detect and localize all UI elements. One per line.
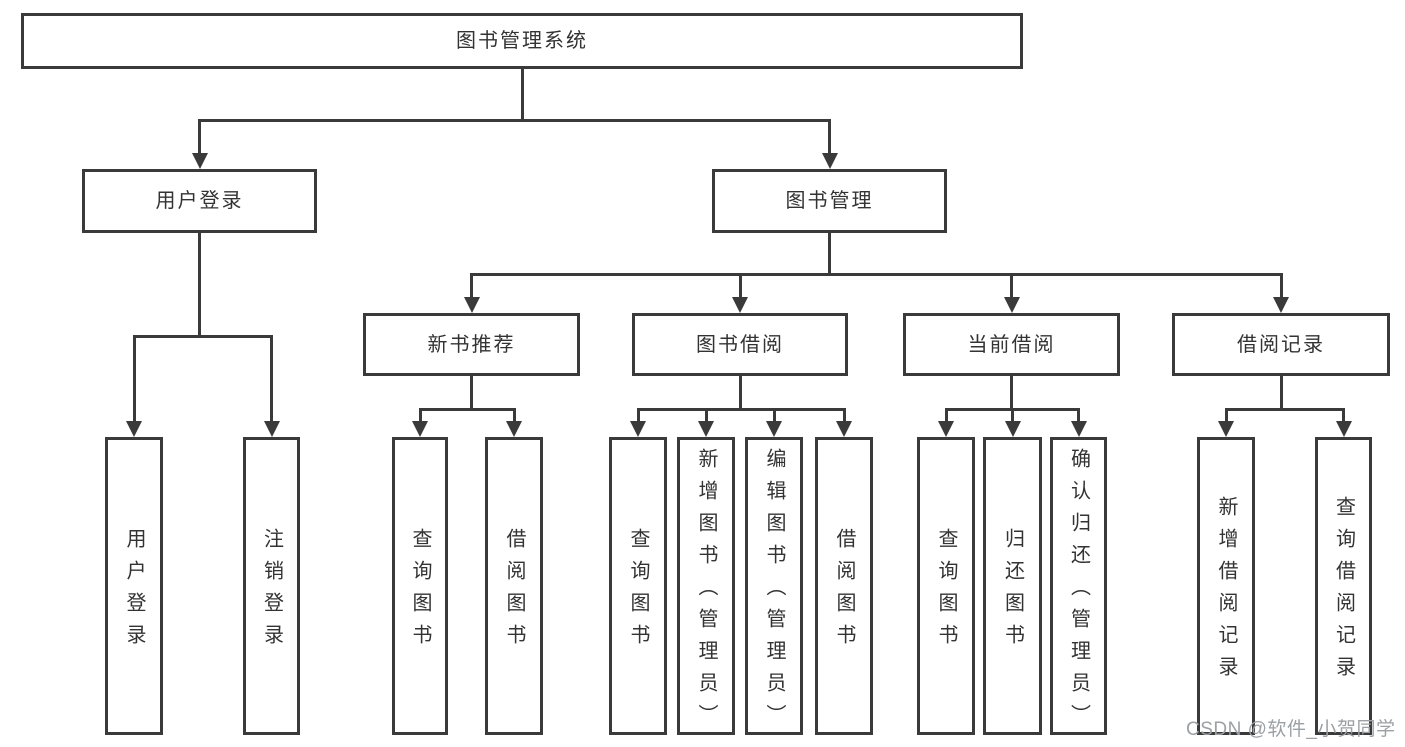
arrowhead-down-icon bbox=[1004, 421, 1021, 437]
connector-segment bbox=[738, 273, 742, 299]
connector-segment bbox=[1010, 376, 1013, 411]
connector-segment bbox=[470, 273, 1283, 276]
node-leaf-confirm-return: 确认归还（管理员） bbox=[1050, 437, 1107, 736]
connector-segment bbox=[1077, 408, 1080, 423]
node-label-leaf-borrow-book-2: 借阅图书 bbox=[833, 528, 855, 656]
connector-segment bbox=[842, 408, 846, 423]
node-leaf-logout: 注销登录 bbox=[243, 437, 300, 735]
watermark: CSDN @软件_小贺同学 bbox=[1186, 719, 1396, 740]
connector-segment bbox=[520, 69, 524, 122]
arrowhead-down-icon bbox=[1335, 421, 1352, 437]
connector-segment bbox=[1011, 408, 1014, 423]
arrowhead-down-icon bbox=[506, 421, 522, 437]
node-book-borrow: 图书借阅 bbox=[632, 313, 848, 376]
connector-segment bbox=[1279, 376, 1283, 411]
arrowhead-down-icon bbox=[1273, 297, 1289, 313]
connector-segment bbox=[1224, 408, 1345, 411]
connector-segment bbox=[1224, 408, 1228, 423]
connector-segment bbox=[828, 233, 831, 276]
node-label-leaf-query-record: 查询借阅记录 bbox=[1332, 496, 1355, 688]
node-leaf-query-book-1: 查询图书 bbox=[392, 437, 448, 735]
node-label-leaf-user-login: 用户登录 bbox=[123, 528, 145, 656]
connector-segment bbox=[944, 408, 948, 423]
connector-segment bbox=[270, 335, 273, 423]
node-label-leaf-query-book-1: 查询图书 bbox=[409, 528, 431, 656]
arrowhead-down-icon bbox=[938, 421, 954, 437]
arrowhead-down-icon bbox=[1218, 421, 1234, 437]
arrowhead-down-icon bbox=[732, 297, 748, 313]
connector-segment bbox=[828, 119, 831, 155]
node-label-leaf-return-book: 归还图书 bbox=[1001, 528, 1024, 656]
node-leaf-add-book: 新增图书（管理员） bbox=[677, 437, 735, 736]
connector-segment bbox=[132, 335, 273, 338]
node-label-book-borrow: 图书借阅 bbox=[696, 333, 784, 356]
arrowhead-down-icon bbox=[821, 153, 838, 169]
node-root: 图书管理系统 bbox=[21, 13, 1023, 69]
node-label-user-login: 用户登录 bbox=[155, 190, 244, 212]
connector-segment bbox=[1279, 273, 1283, 299]
connector-segment bbox=[704, 408, 708, 423]
node-label-current-borrow: 当前借阅 bbox=[967, 333, 1056, 356]
node-label-leaf-query-book-2: 查询图书 bbox=[627, 528, 649, 656]
connector-segment bbox=[772, 408, 776, 423]
connector-segment bbox=[470, 273, 473, 299]
connector-segment bbox=[636, 408, 640, 423]
arrowhead-down-icon bbox=[263, 421, 280, 437]
connector-segment bbox=[1010, 273, 1013, 299]
node-label-new-book-rec: 新书推荐 bbox=[427, 333, 516, 356]
node-label-book-mgmt: 图书管理 bbox=[785, 190, 874, 212]
connector-segment bbox=[418, 408, 516, 411]
arrowhead-down-icon bbox=[698, 421, 714, 437]
node-user-login: 用户登录 bbox=[82, 169, 317, 233]
connector-segment bbox=[418, 408, 422, 423]
node-leaf-edit-book: 编辑图书（管理员） bbox=[745, 437, 803, 736]
node-label-leaf-logout: 注销登录 bbox=[260, 528, 283, 656]
node-label-leaf-query-book-3: 查询图书 bbox=[935, 528, 957, 656]
connector-segment bbox=[636, 408, 846, 411]
arrowhead-down-icon bbox=[1070, 421, 1087, 437]
connector-segment bbox=[738, 376, 742, 411]
node-label-root: 图书管理系统 bbox=[456, 30, 588, 52]
arrowhead-down-icon bbox=[463, 297, 480, 313]
node-leaf-return-book: 归还图书 bbox=[983, 437, 1042, 735]
node-leaf-query-book-3: 查询图书 bbox=[917, 437, 975, 735]
arrowhead-down-icon bbox=[1003, 297, 1020, 313]
connector-segment bbox=[1342, 408, 1345, 423]
node-label-leaf-confirm-return: 确认归还（管理员） bbox=[1067, 448, 1090, 736]
connector-segment bbox=[132, 335, 136, 423]
arrowhead-down-icon bbox=[836, 421, 852, 437]
node-book-mgmt: 图书管理 bbox=[712, 169, 947, 233]
node-new-book-rec: 新书推荐 bbox=[363, 313, 580, 376]
connector-segment bbox=[198, 119, 201, 155]
arrowhead-down-icon bbox=[630, 421, 646, 437]
arrowhead-down-icon bbox=[126, 421, 142, 437]
arrowhead-down-icon bbox=[412, 421, 428, 437]
connector-segment bbox=[198, 233, 201, 338]
node-label-leaf-edit-book: 编辑图书（管理员） bbox=[763, 448, 785, 736]
node-leaf-borrow-book-2: 借阅图书 bbox=[815, 437, 873, 735]
node-label-leaf-add-record: 新增借阅记录 bbox=[1215, 496, 1237, 688]
node-leaf-query-book-2: 查询图书 bbox=[609, 437, 667, 735]
node-leaf-add-record: 新增借阅记录 bbox=[1197, 437, 1255, 735]
connector-segment bbox=[470, 376, 473, 411]
node-leaf-borrow-book-1: 借阅图书 bbox=[485, 437, 543, 735]
arrowhead-down-icon bbox=[191, 153, 208, 169]
arrowhead-down-icon bbox=[766, 421, 782, 437]
node-current-borrow: 当前借阅 bbox=[903, 313, 1120, 376]
connector-segment bbox=[198, 119, 831, 122]
node-leaf-query-record: 查询借阅记录 bbox=[1315, 437, 1372, 735]
node-label-leaf-borrow-book-1: 借阅图书 bbox=[503, 528, 525, 656]
node-label-leaf-add-book: 新增图书（管理员） bbox=[695, 448, 717, 736]
connector-segment bbox=[512, 408, 516, 423]
node-borrow-records: 借阅记录 bbox=[1172, 313, 1390, 376]
node-label-borrow-records: 借阅记录 bbox=[1237, 333, 1325, 356]
node-leaf-user-login: 用户登录 bbox=[105, 437, 163, 735]
